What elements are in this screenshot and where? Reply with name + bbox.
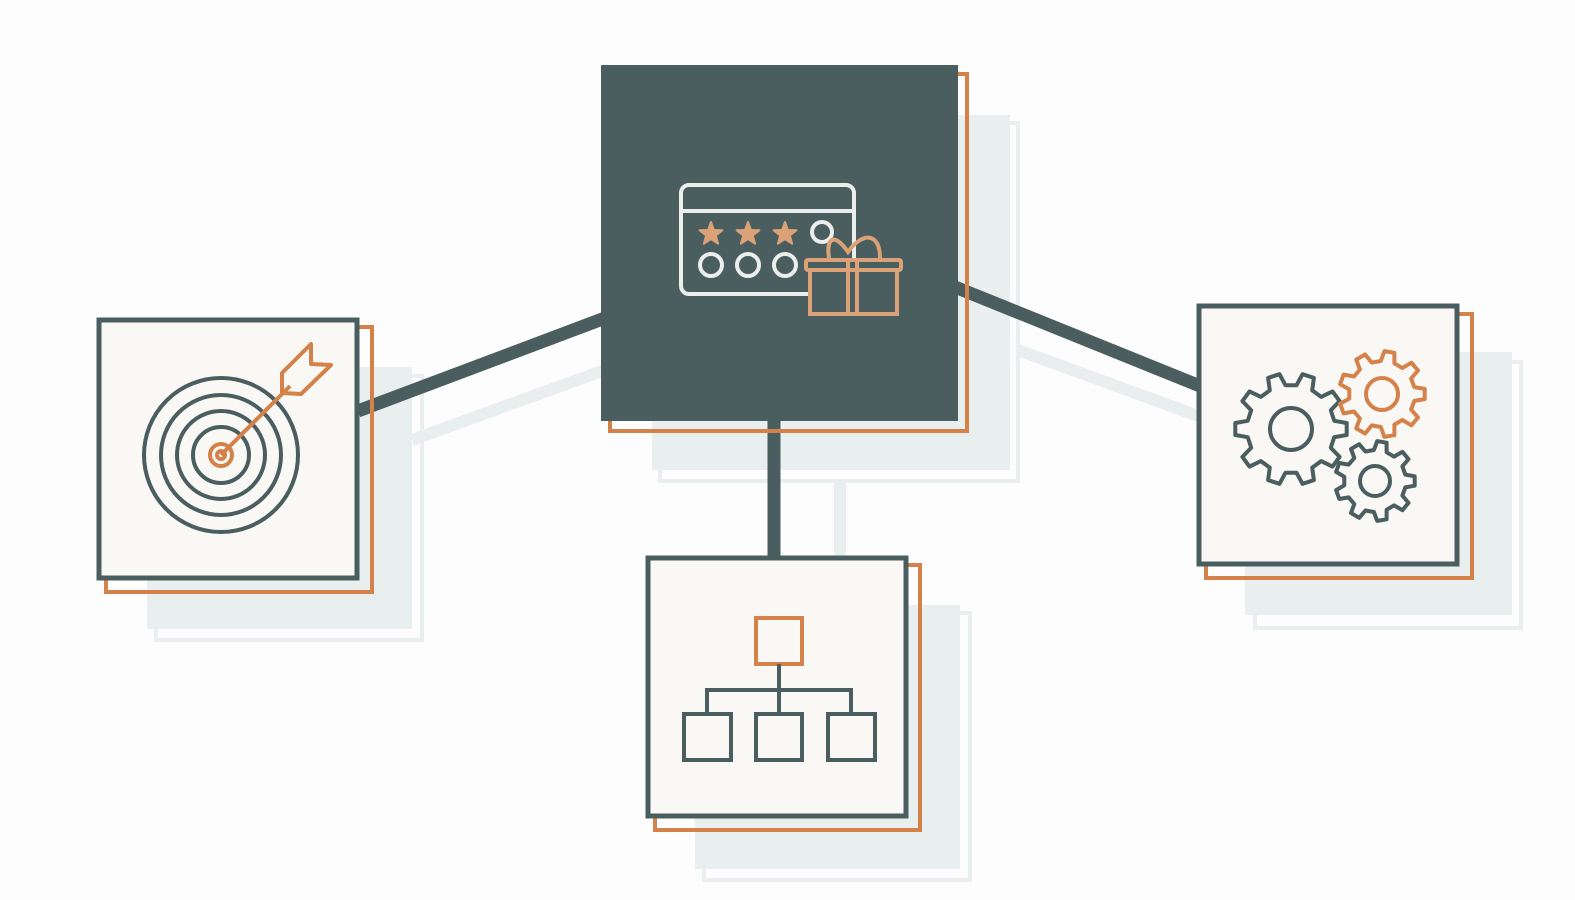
gear-icon bbox=[1338, 349, 1427, 439]
connector-right bbox=[952, 280, 1203, 393]
node-center[interactable] bbox=[601, 65, 969, 433]
gears-icon bbox=[1233, 349, 1427, 523]
node-left[interactable] bbox=[96, 317, 374, 594]
target-arrow-icon bbox=[142, 342, 333, 534]
star-icon bbox=[772, 221, 798, 245]
gear-icon bbox=[1233, 372, 1349, 486]
connector-left bbox=[355, 311, 608, 418]
node-bottom[interactable] bbox=[645, 555, 922, 832]
connector-layer bbox=[355, 280, 1203, 558]
node-right[interactable] bbox=[1196, 303, 1474, 580]
star-icon bbox=[698, 221, 724, 245]
star-icon bbox=[735, 221, 761, 245]
right-panel bbox=[1196, 303, 1460, 567]
gear-icon bbox=[1334, 439, 1417, 523]
rating-card-gift-icon bbox=[679, 183, 903, 316]
org-chart-hierarchy-icon bbox=[682, 616, 877, 762]
